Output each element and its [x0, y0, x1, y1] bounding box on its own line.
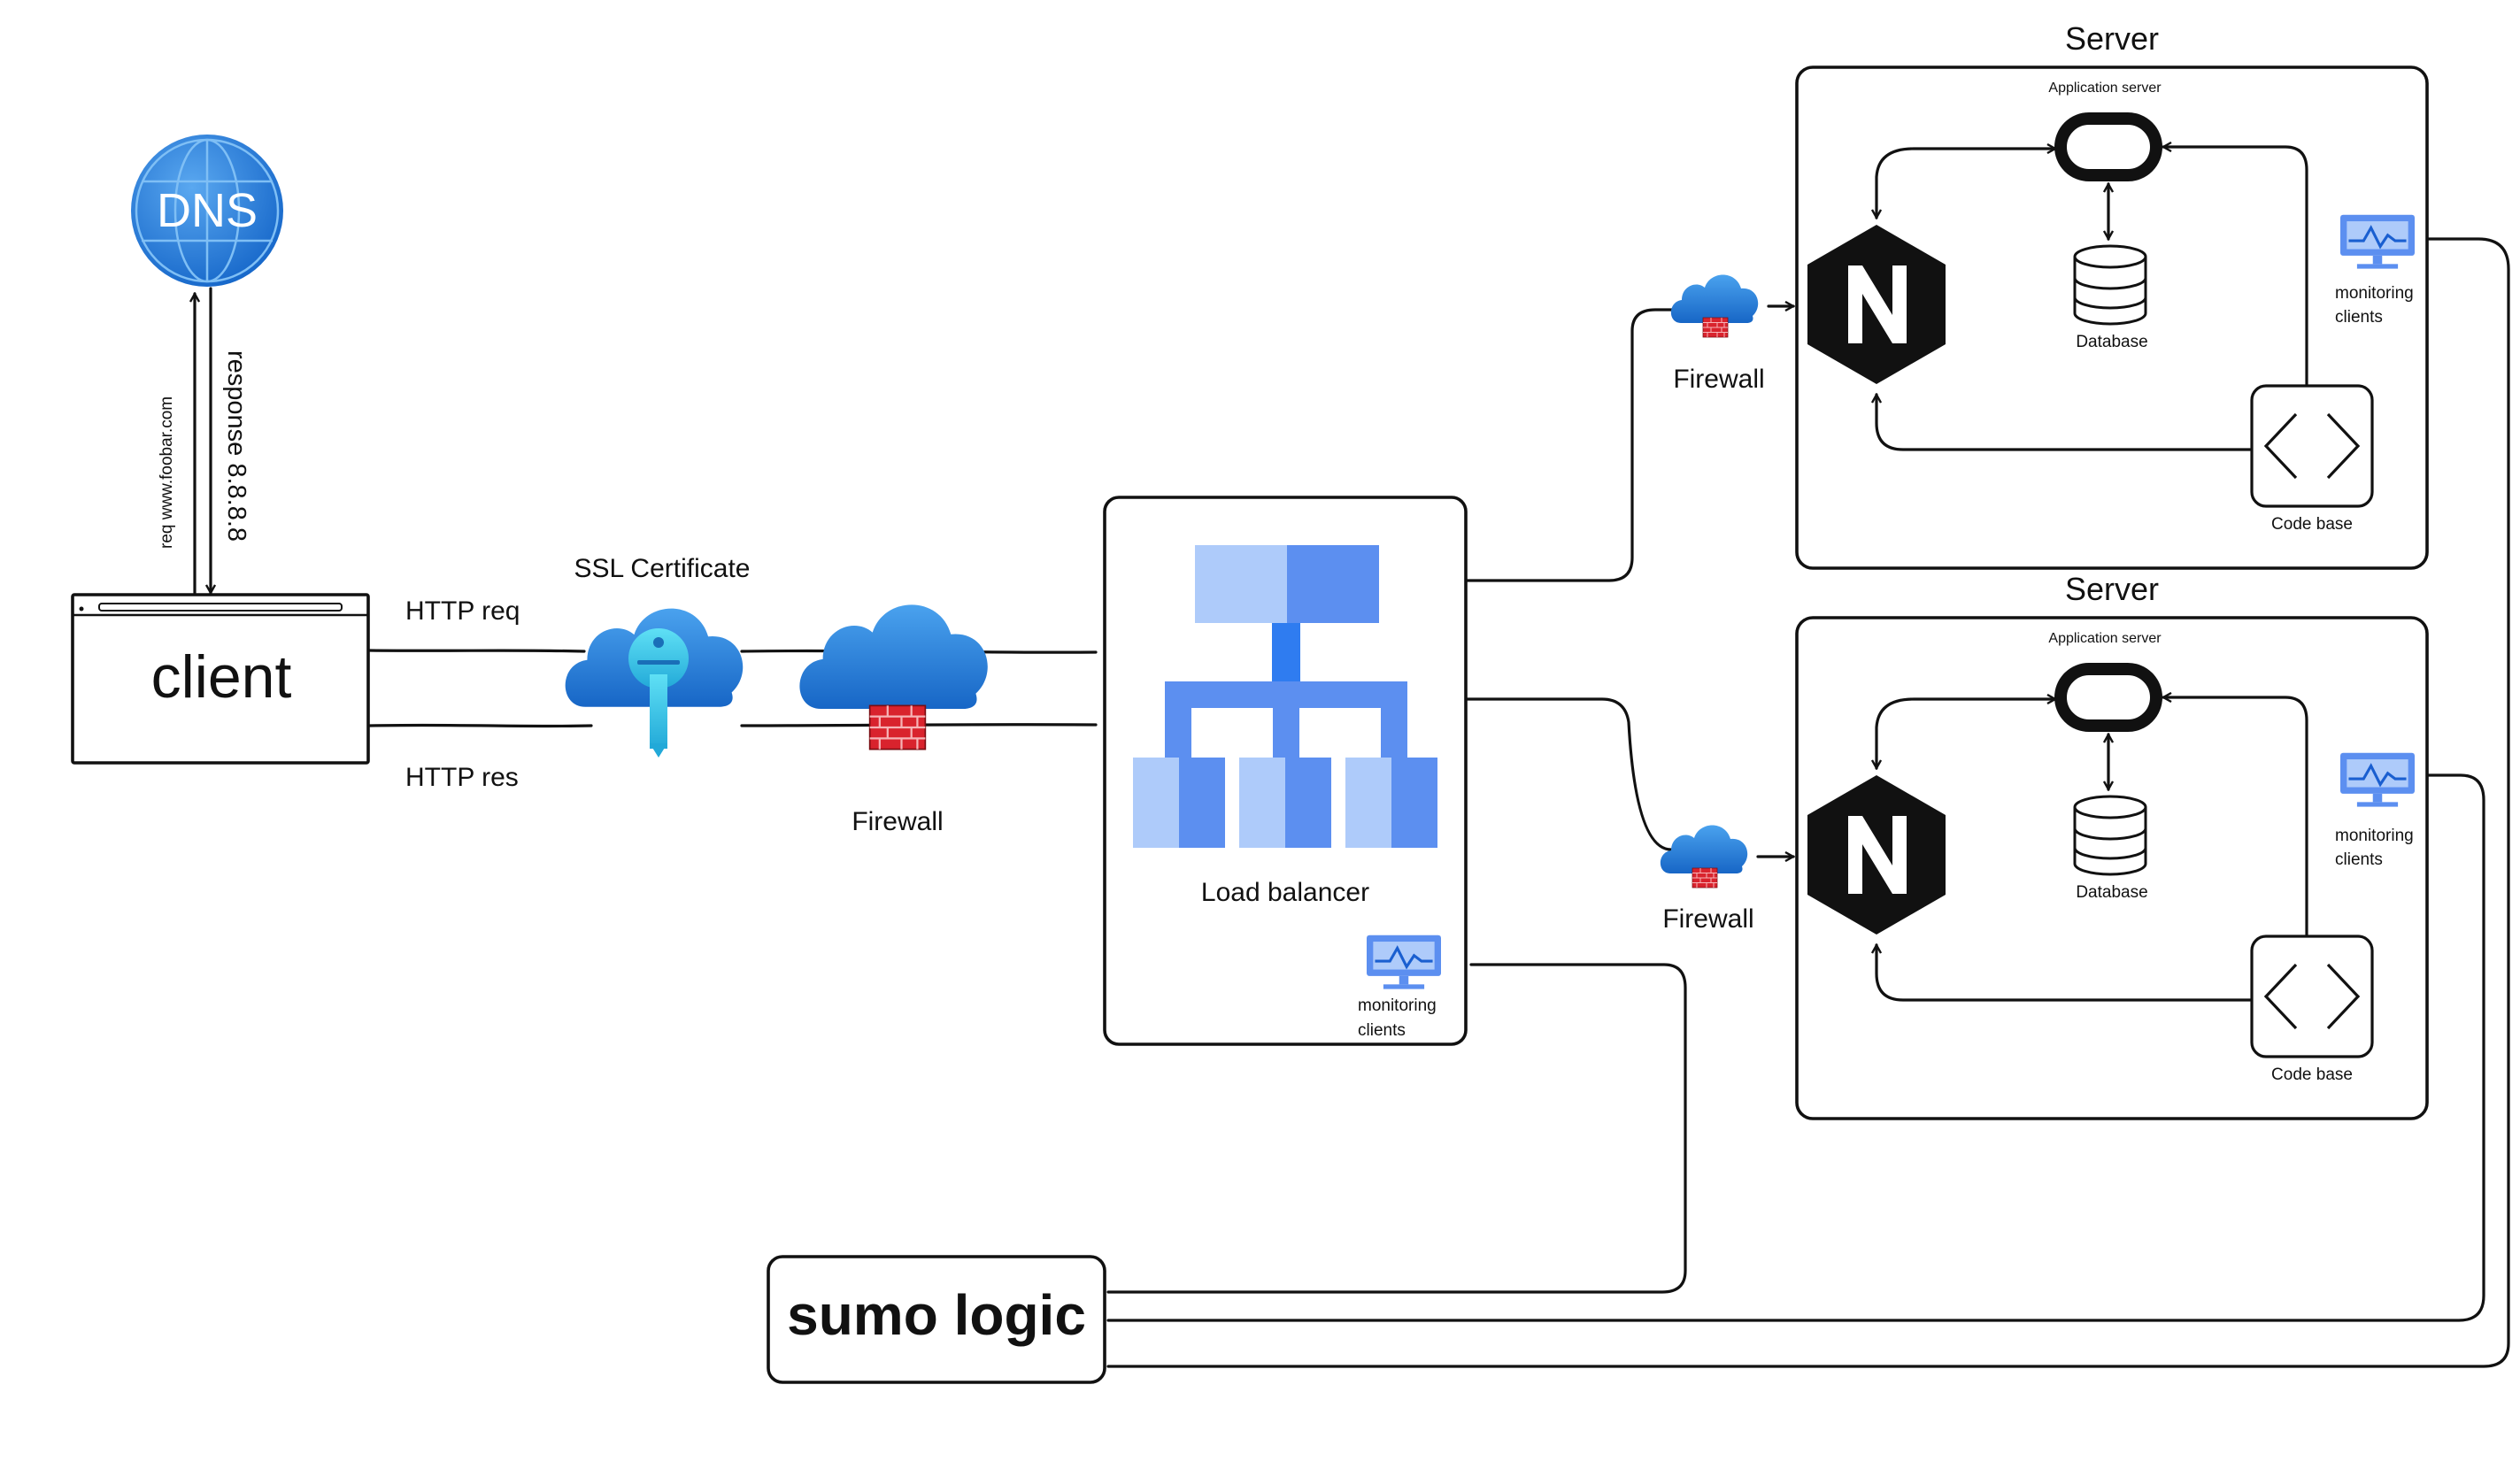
load-balancer-box: Load balancer monitoring clients — [1103, 496, 1468, 1046]
database-icon — [2073, 795, 2147, 876]
sumo-logic-label: sumo logic — [787, 1283, 1086, 1347]
server-2-title: Server — [2065, 571, 2159, 607]
database-icon — [2073, 244, 2147, 326]
dns-arrows: req www.foobar.com response 8.8.8.8 — [158, 287, 250, 593]
server-1-app-server-icon — [2054, 112, 2162, 181]
lb-monitoring-line1: monitoring — [1358, 996, 1437, 1015]
http-connections: HTTP req HTTP res — [368, 596, 1098, 792]
server-1-title: Server — [2065, 20, 2159, 57]
server-2-app-label: Application server — [2048, 631, 2162, 646]
server-1-app-label: Application server — [2048, 81, 2162, 96]
server-1-monitoring-line1: monitoring — [2335, 284, 2414, 303]
server-1: Server Application server Database Code … — [1795, 20, 2429, 570]
firewall-main-label: Firewall — [852, 807, 943, 836]
http-req-label: HTTP req — [405, 596, 520, 626]
server-1-code-label: Code base — [2271, 515, 2353, 534]
code-base-icon — [2250, 935, 2374, 1058]
monitoring-connectors — [1106, 237, 2510, 1368]
firewall-server1-label: Firewall — [1673, 365, 1764, 394]
ssl-label: SSL Certificate — [574, 554, 751, 583]
dns-label: DNS — [157, 184, 258, 237]
http-res-label: HTTP res — [405, 763, 519, 792]
dns-request-label: req www.foobar.com — [158, 396, 176, 549]
server-2: Server Application server Database Code … — [1795, 571, 2429, 1120]
sumo-logic-box: sumo logic — [767, 1255, 1106, 1384]
dns-globe-icon: DNS — [131, 135, 283, 287]
lb-monitoring-line2: clients — [1358, 1021, 1406, 1040]
load-balancer-icon — [1133, 545, 1437, 848]
server-2-app-server-icon — [2054, 663, 2162, 732]
client-window: client — [71, 593, 370, 765]
server-1-monitoring-line2: clients — [2335, 308, 2383, 327]
server-2-db-label: Database — [2076, 883, 2147, 902]
server-2-code-label: Code base — [2271, 1065, 2353, 1084]
firewall-server1-icon — [1670, 274, 1759, 338]
ssl-certificate-icon — [565, 608, 744, 758]
dns-response-label: response 8.8.8.8 — [222, 350, 250, 542]
client-label: client — [151, 643, 292, 711]
code-base-icon — [2250, 384, 2374, 508]
server-2-monitoring-line2: clients — [2335, 850, 2383, 869]
firewall-server2-label: Firewall — [1662, 904, 1753, 934]
server-1-db-label: Database — [2076, 333, 2147, 351]
lb-to-server-connectors — [1466, 306, 1793, 857]
server-2-monitoring-line1: monitoring — [2335, 827, 2414, 845]
firewall-main-icon — [799, 604, 988, 750]
firewall-server2-icon — [1660, 825, 1748, 889]
load-balancer-label: Load balancer — [1201, 878, 1369, 907]
